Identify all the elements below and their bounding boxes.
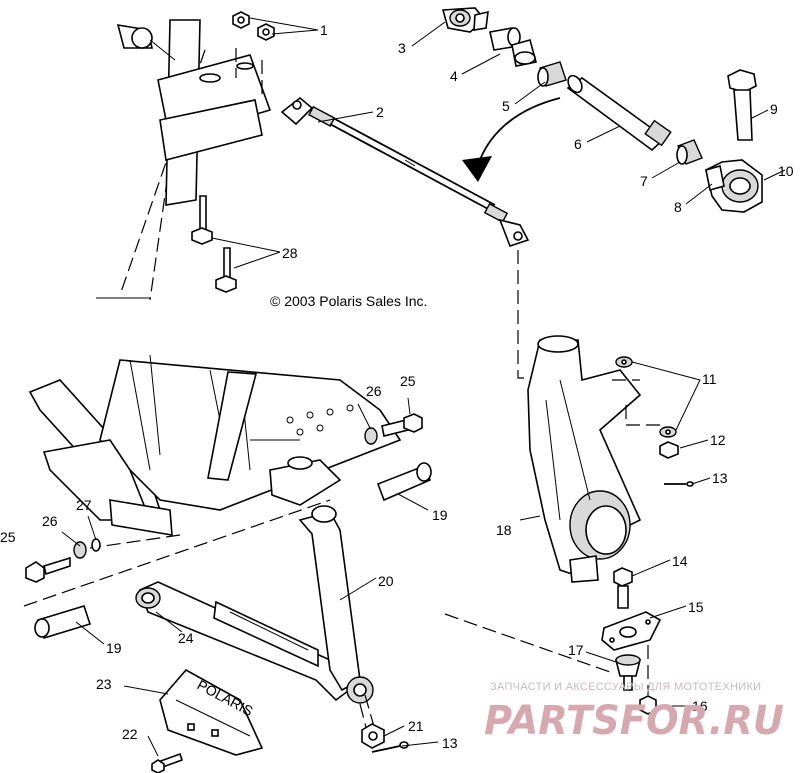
- skid-plate: POLARIS: [159, 668, 264, 756]
- callout-21: 21: [408, 718, 424, 734]
- callout-5: 5: [502, 98, 510, 114]
- callout-23: 23: [96, 676, 112, 692]
- callout-2: 2: [376, 104, 384, 120]
- callout-3: 3: [398, 40, 406, 56]
- steering-post: [96, 19, 272, 301]
- watermark-caption: ЗАПЧАСТИ И АКСЕССУАРЫ ДЛЯ МОТОТЕХНИКИ: [490, 681, 761, 693]
- callout-7: 7: [640, 173, 648, 189]
- callout-19-upper: 19: [432, 507, 448, 523]
- pivot-tube-lower: [34, 605, 92, 639]
- watermark-brand: PARTSFOR.RU: [484, 698, 784, 744]
- callout-4: 4: [450, 68, 458, 84]
- leader-lines: [61, 17, 786, 757]
- callout-25-left: 25: [0, 529, 16, 545]
- callout-1: 1: [320, 22, 328, 38]
- tie-rod: [280, 96, 545, 379]
- callout-25-right: 25: [400, 373, 416, 389]
- nut-21: [361, 723, 385, 749]
- callout-14: 14: [672, 553, 688, 569]
- callout-22: 22: [122, 726, 138, 742]
- callout-16: 16: [692, 698, 708, 714]
- callout-6: 6: [574, 136, 582, 152]
- callout-numbers: 1 2 3 4 5 6 7 8 9 10 28 11 12 13 18 14 1…: [0, 22, 794, 751]
- callout-27: 27: [76, 497, 92, 513]
- callout-15: 15: [688, 599, 704, 615]
- frame: [23, 354, 402, 607]
- callout-24: 24: [178, 630, 194, 646]
- washers-11-nut-12: [615, 356, 679, 459]
- callout-18: 18: [496, 522, 512, 538]
- callout-28: 28: [282, 245, 298, 261]
- callout-13-lower: 13: [442, 735, 458, 751]
- watermark: ЗАПЧАСТИ И АКСЕССУАРЫ ДЛЯ МОТОТЕХНИКИ PA…: [484, 681, 784, 744]
- callout-10: 10: [778, 163, 794, 179]
- callout-8: 8: [674, 199, 682, 215]
- pivot-tube-upper: [376, 462, 432, 502]
- hardware-right: [364, 413, 423, 445]
- callout-19-lower: 19: [106, 640, 122, 656]
- callout-12: 12: [710, 432, 726, 448]
- copyright-notice: © 2003 Polaris Sales Inc.: [270, 293, 427, 309]
- bolt-14: [613, 567, 633, 609]
- nut-washer-1: [232, 11, 275, 98]
- a-arm: [135, 505, 376, 736]
- callout-17: 17: [568, 642, 584, 658]
- cotter-pin-upper: [664, 481, 694, 487]
- bolt-22: [151, 752, 184, 773]
- hardware-left: [25, 538, 101, 583]
- callout-11: 11: [702, 371, 717, 387]
- callout-20: 20: [378, 573, 394, 589]
- callout-13-upper: 13: [712, 470, 728, 486]
- callout-9: 9: [770, 101, 778, 117]
- bolt-16: [639, 645, 657, 715]
- bolts-28: [191, 195, 237, 293]
- ball-joint-17: [614, 654, 642, 691]
- callout-26-left: 26: [42, 513, 58, 529]
- spindle: [527, 335, 660, 583]
- plate-15: [601, 611, 662, 651]
- callout-26-right: 26: [366, 383, 382, 399]
- rod-end-assembly: [441, 7, 763, 213]
